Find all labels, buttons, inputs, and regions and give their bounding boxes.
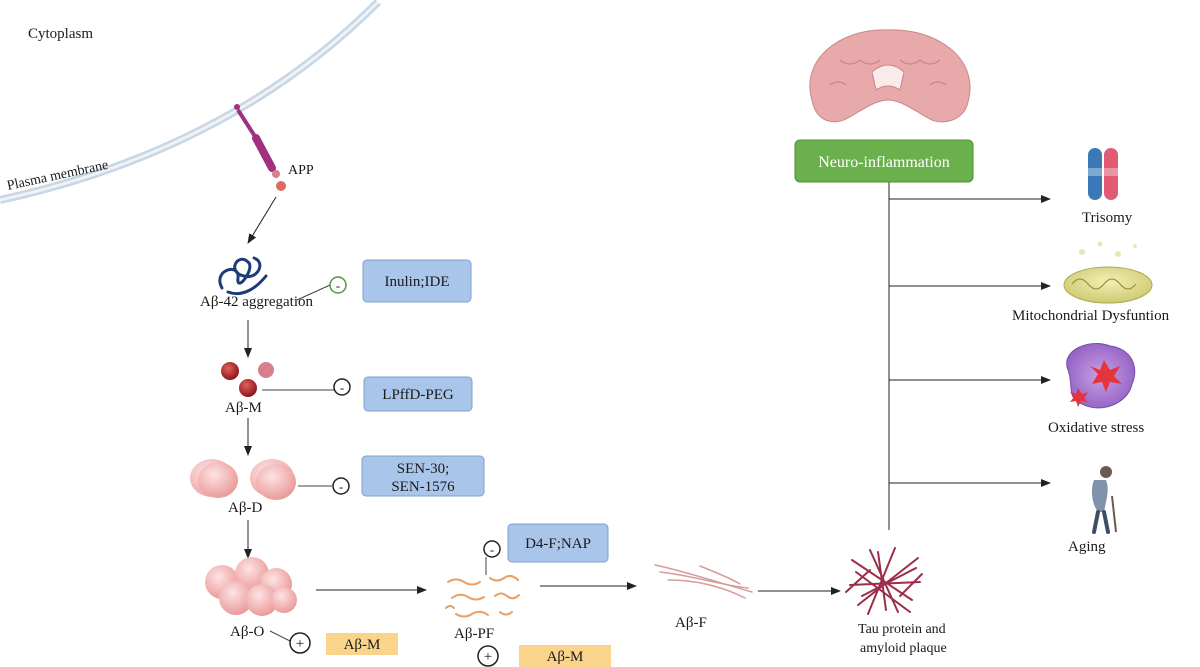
elderly-person-icon (1091, 466, 1117, 534)
brain-icon (809, 29, 971, 123)
lpffd-peg-box: LPffD-PEG (363, 376, 473, 412)
plasma-membrane (0, 0, 381, 204)
svg-text:SEN-1576: SEN-1576 (391, 479, 455, 495)
connector-plus-o (269, 630, 291, 642)
abeta-o-label: Aβ-O (230, 624, 264, 640)
inhibit-symbol-sen: - (332, 477, 350, 495)
mitochondria-icon (1063, 241, 1153, 304)
abeta-protofibril-icon (445, 574, 520, 618)
connector-inulin (296, 284, 331, 301)
app-label: APP (288, 163, 314, 178)
abeta-pf-label: Aβ-PF (454, 626, 494, 642)
svg-text:-: - (490, 542, 494, 557)
neuro-inflammation-box: Neuro-inflammation (794, 139, 974, 183)
inhibit-symbol-inulin: - (329, 276, 347, 294)
svg-text:+: + (484, 649, 492, 665)
svg-text:-: - (336, 278, 340, 293)
svg-text:Inulin;IDE: Inulin;IDE (385, 274, 450, 290)
inulin-ide-box: Inulin;IDE (362, 259, 472, 303)
svg-text:LPffD-PEG: LPffD-PEG (382, 387, 454, 403)
abeta-m-promoter-box-2: Aβ-M (519, 645, 611, 667)
promote-symbol-pf: + (477, 645, 499, 667)
svg-text:Aβ-M: Aβ-M (344, 637, 381, 653)
chromosome-icon (1086, 148, 1120, 200)
svg-text:Aβ-M: Aβ-M (547, 649, 584, 665)
svg-text:-: - (340, 380, 344, 395)
abeta-m-label: Aβ-M (225, 400, 262, 416)
svg-text:+: + (296, 636, 304, 652)
tau-plaque-icon (845, 547, 923, 615)
cytoplasm-label: Cytoplasm (28, 26, 93, 42)
d4f-nap-box: D4-F;NAP (507, 523, 609, 563)
inhibit-symbol-lpffd: - (333, 378, 351, 396)
svg-text:SEN-30;: SEN-30; (397, 461, 450, 477)
svg-text:D4-F;NAP: D4-F;NAP (525, 536, 591, 552)
abeta42-label: Aβ-42 aggregation (200, 294, 314, 310)
abeta-m-promoter-box-1: Aβ-M (326, 633, 398, 655)
inhibit-symbol-d4f: - (483, 540, 501, 558)
abeta-d-label: Aβ-D (228, 500, 262, 516)
mito-label: Mitochondrial Dysfuntion (1012, 308, 1170, 324)
trisomy-label: Trisomy (1082, 210, 1133, 226)
arrow-app-to-abeta42 (247, 196, 277, 244)
abeta-f-label: Aβ-F (675, 615, 707, 631)
tau-label-line2: amyloid plaque (860, 641, 947, 656)
app-protein-icon (234, 104, 286, 191)
sen-box: SEN-30; SEN-1576 (361, 455, 485, 497)
aging-label: Aging (1068, 539, 1106, 555)
tau-label-line1: Tau protein and (858, 622, 946, 637)
promote-symbol-o: + (289, 632, 311, 654)
svg-text:-: - (339, 479, 343, 494)
abeta-oligomer-icon (205, 557, 297, 616)
abeta-dimer-icon (190, 459, 296, 500)
abeta42-aggregate-icon (218, 256, 268, 295)
oxidative-cell-icon (1066, 342, 1136, 409)
oxidative-label: Oxidative stress (1048, 420, 1144, 436)
abeta-fibril-icon (654, 564, 753, 599)
abeta-monomer-icon (221, 362, 274, 397)
svg-text:Neuro-inflammation: Neuro-inflammation (818, 154, 950, 171)
